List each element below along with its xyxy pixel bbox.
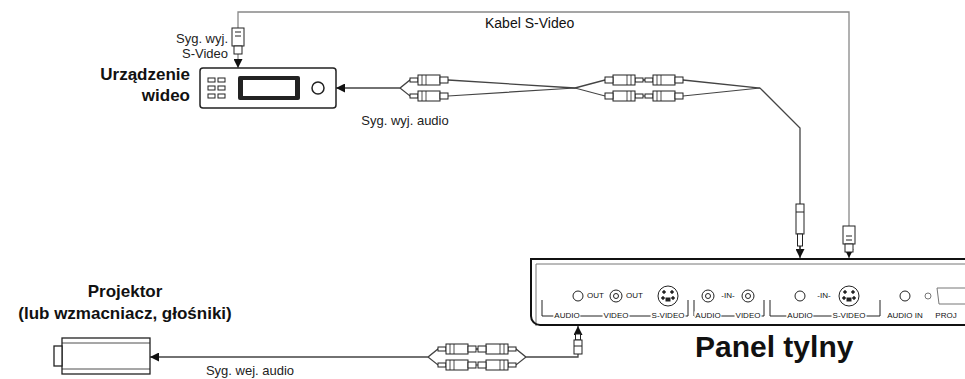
jack-label: S-VIDEO — [651, 311, 686, 320]
jack-label: AUDIO IN — [886, 311, 924, 320]
projector-device — [54, 338, 150, 374]
jack-label: PROJ — [934, 311, 957, 320]
jack-label: AUDIO — [786, 311, 813, 320]
jack-label: VIDEO — [603, 311, 630, 320]
jack-label: S-VIDEO — [832, 311, 867, 320]
video-device — [200, 68, 336, 108]
device-label: Urządzenie wideo — [78, 64, 190, 107]
device-sublabel: (lub wzmacniacz, głośniki) — [0, 303, 250, 324]
jack-label: AUDIO — [553, 311, 580, 320]
jack-label: OUT — [625, 291, 644, 300]
cable-connector — [238, 12, 849, 258]
jack-label: AUDIO — [694, 311, 721, 320]
device-box: Urządzenie wideo — [200, 68, 336, 108]
panel-title: Panel tylny — [695, 330, 853, 365]
audio-cable-branch — [400, 88, 760, 365]
cable-connector — [150, 326, 578, 357]
jack-label: OUT — [586, 291, 605, 300]
signal-label: Syg. wej. audio — [206, 364, 294, 379]
rear-panel-detail — [536, 264, 965, 326]
device-label: Projektor — [0, 281, 250, 302]
jack-label: VIDEO — [735, 311, 762, 320]
jack-label: -IN- — [720, 291, 735, 300]
svideo-plug — [232, 28, 855, 252]
signal-label: Syg. wyj. audio — [361, 114, 448, 129]
device-box: Projektor(lub wzmacniacz, głośniki) — [62, 338, 150, 374]
jack-label: -IN- — [816, 291, 831, 300]
signal-label: Syg. wyj. S-Video — [164, 32, 228, 62]
cable-label: Kabel S-Video — [483, 15, 576, 31]
cable-connector — [336, 80, 800, 258]
